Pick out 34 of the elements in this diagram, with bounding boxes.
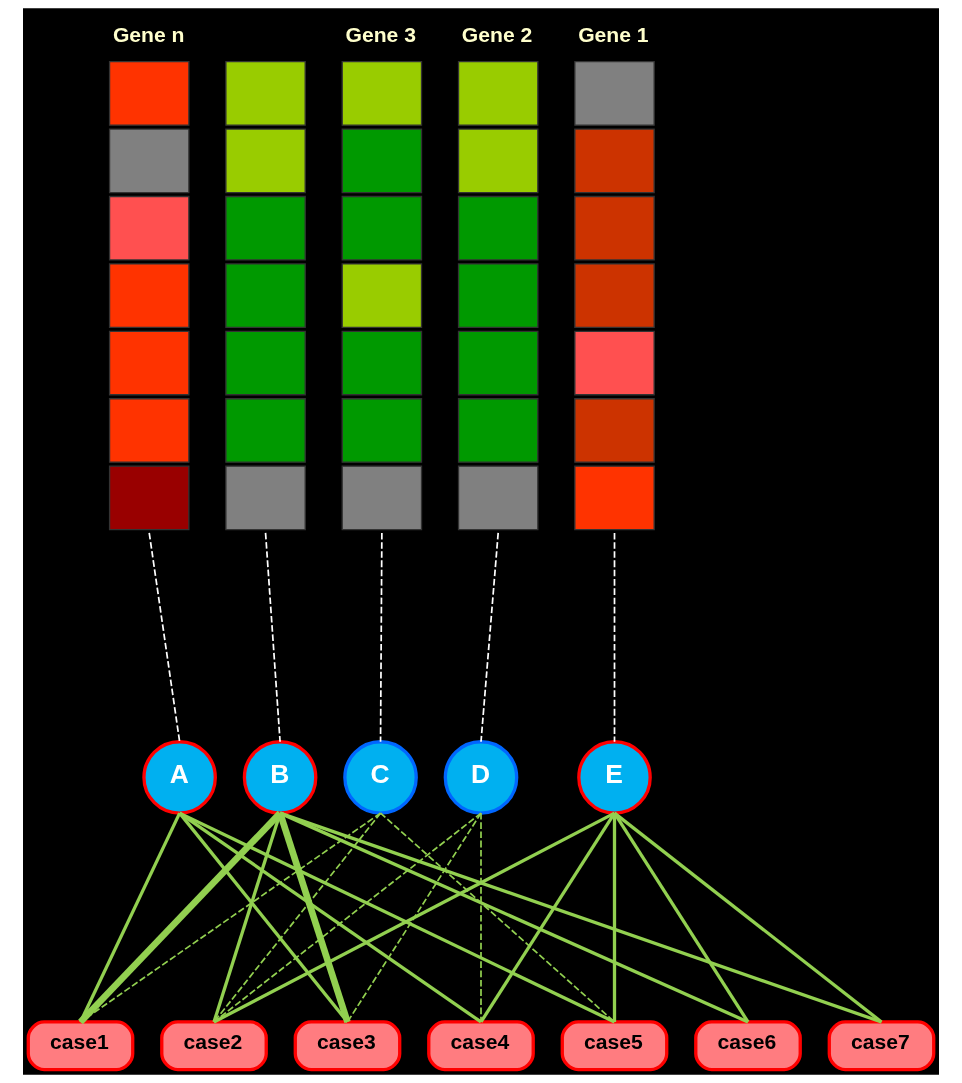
connector: [613, 812, 750, 1023]
node-box: case3: [293, 1020, 402, 1072]
node-box: case4: [427, 1020, 535, 1072]
node-label: Gene n: [112, 22, 185, 46]
node-label: Gene 3: [345, 22, 416, 46]
connector: [148, 532, 181, 743]
connector: [613, 811, 883, 1024]
connector: [346, 812, 482, 1023]
connector: [279, 811, 883, 1024]
connector: [480, 532, 500, 743]
connector: [279, 811, 749, 1024]
connector: [379, 812, 616, 1023]
connector: [479, 812, 616, 1023]
node-circle: E: [577, 740, 652, 815]
node-circle: B: [242, 740, 318, 815]
node-label: Gene 1: [578, 22, 649, 46]
connector: [276, 812, 351, 1023]
connector: [613, 532, 616, 743]
connector: [480, 812, 482, 1023]
node-circle: C: [343, 740, 418, 815]
node-box: case2: [160, 1020, 268, 1072]
node-box: case7: [827, 1020, 936, 1072]
connector: [612, 813, 617, 1022]
node-box: case5: [560, 1020, 669, 1072]
connector: [79, 812, 382, 1023]
node-circle: A: [142, 740, 217, 815]
node-circle: D: [443, 740, 519, 815]
node-label: Gene 2: [461, 22, 533, 46]
connector: [379, 532, 383, 743]
connector: [264, 532, 281, 743]
connector: [178, 812, 349, 1023]
connector: [213, 812, 382, 1023]
node-box: case1: [26, 1020, 135, 1072]
node-box: case6: [694, 1020, 802, 1072]
